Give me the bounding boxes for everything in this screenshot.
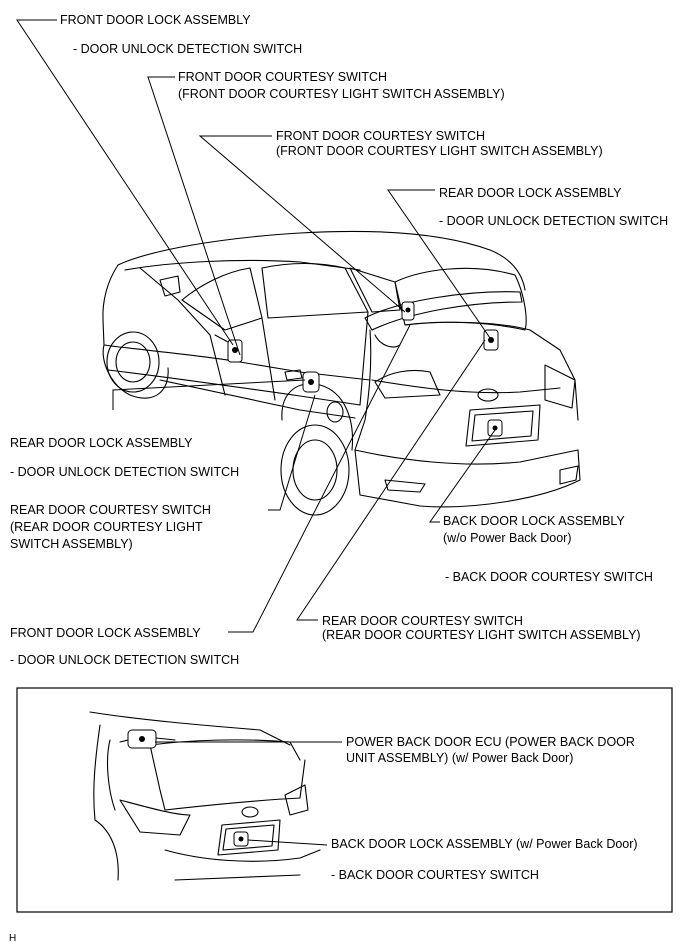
label-rear-lock-left: REAR DOOR LOCK ASSEMBLY	[10, 436, 193, 450]
inset-vehicle-illustration	[89, 711, 321, 881]
label-front-lock-top-sub: - DOOR UNLOCK DETECTION SWITCH	[73, 42, 302, 56]
power-back-door-inset: POWER BACK DOOR ECU (POWER BACK DOOR UNI…	[16, 687, 673, 913]
callout-labels: FRONT DOOR LOCK ASSEMBLY - DOOR UNLOCK D…	[10, 13, 668, 667]
inset-frame	[16, 687, 673, 913]
inset-back-door-lock-part	[233, 831, 249, 847]
label-front-courtesy-2-sub: (FRONT DOOR COURTESY LIGHT SWITCH ASSEMB…	[276, 144, 603, 158]
label-rear-courtesy-right: REAR DOOR COURTESY SWITCH	[322, 614, 523, 628]
label-front-lock-top: FRONT DOOR LOCK ASSEMBLY	[60, 13, 251, 27]
component-markers	[214, 301, 503, 437]
front-door-lock-part	[214, 334, 243, 363]
front-courtesy-part	[401, 301, 415, 321]
label-rear-courtesy-left-3: SWITCH ASSEMBLY)	[10, 537, 133, 551]
label-pbd-ecu-1: POWER BACK DOOR ECU (POWER BACK DOOR	[346, 735, 635, 749]
label-front-courtesy-1-sub: (FRONT DOOR COURTESY LIGHT SWITCH ASSEMB…	[178, 87, 505, 101]
label-rear-courtesy-left-2: (REAR DOOR COURTESY LIGHT	[10, 520, 203, 534]
label-pbd-ecu-2: UNIT ASSEMBLY) (w/ Power Back Door)	[346, 751, 573, 765]
label-rear-courtesy-left-1: REAR DOOR COURTESY SWITCH	[10, 503, 211, 517]
leader-lines	[16, 19, 496, 633]
label-rear-lock-left-sub: - DOOR UNLOCK DETECTION SWITCH	[10, 465, 239, 479]
label-back-lock-cond: (w/o Power Back Door)	[443, 531, 572, 545]
label-front-courtesy-1: FRONT DOOR COURTESY SWITCH	[178, 70, 387, 84]
label-front-lock-bottom-sub: - DOOR UNLOCK DETECTION SWITCH	[10, 653, 239, 667]
label-inset-back-lock: BACK DOOR LOCK ASSEMBLY (w/ Power Back D…	[331, 837, 638, 851]
label-inset-back-lock-sub: - BACK DOOR COURTESY SWITCH	[331, 868, 539, 882]
label-front-courtesy-2: FRONT DOOR COURTESY SWITCH	[276, 129, 485, 143]
label-front-lock-bottom: FRONT DOOR LOCK ASSEMBLY	[10, 626, 201, 640]
label-rear-courtesy-right-sub: (REAR DOOR COURTESY LIGHT SWITCH ASSEMBL…	[322, 628, 641, 642]
inset-leader-lock	[247, 839, 328, 846]
corner-mark: H	[9, 933, 16, 944]
label-back-lock-sub: - BACK DOOR COURTESY SWITCH	[445, 570, 653, 584]
rear-door-lock-left-part	[302, 371, 320, 393]
label-rear-lock-right: REAR DOOR LOCK ASSEMBLY	[439, 186, 622, 200]
power-back-door-ecu-part	[119, 729, 176, 749]
label-back-lock: BACK DOOR LOCK ASSEMBLY	[443, 514, 625, 528]
back-door-lock-part	[487, 419, 503, 437]
label-rear-lock-right-sub: - DOOR UNLOCK DETECTION SWITCH	[439, 214, 668, 228]
